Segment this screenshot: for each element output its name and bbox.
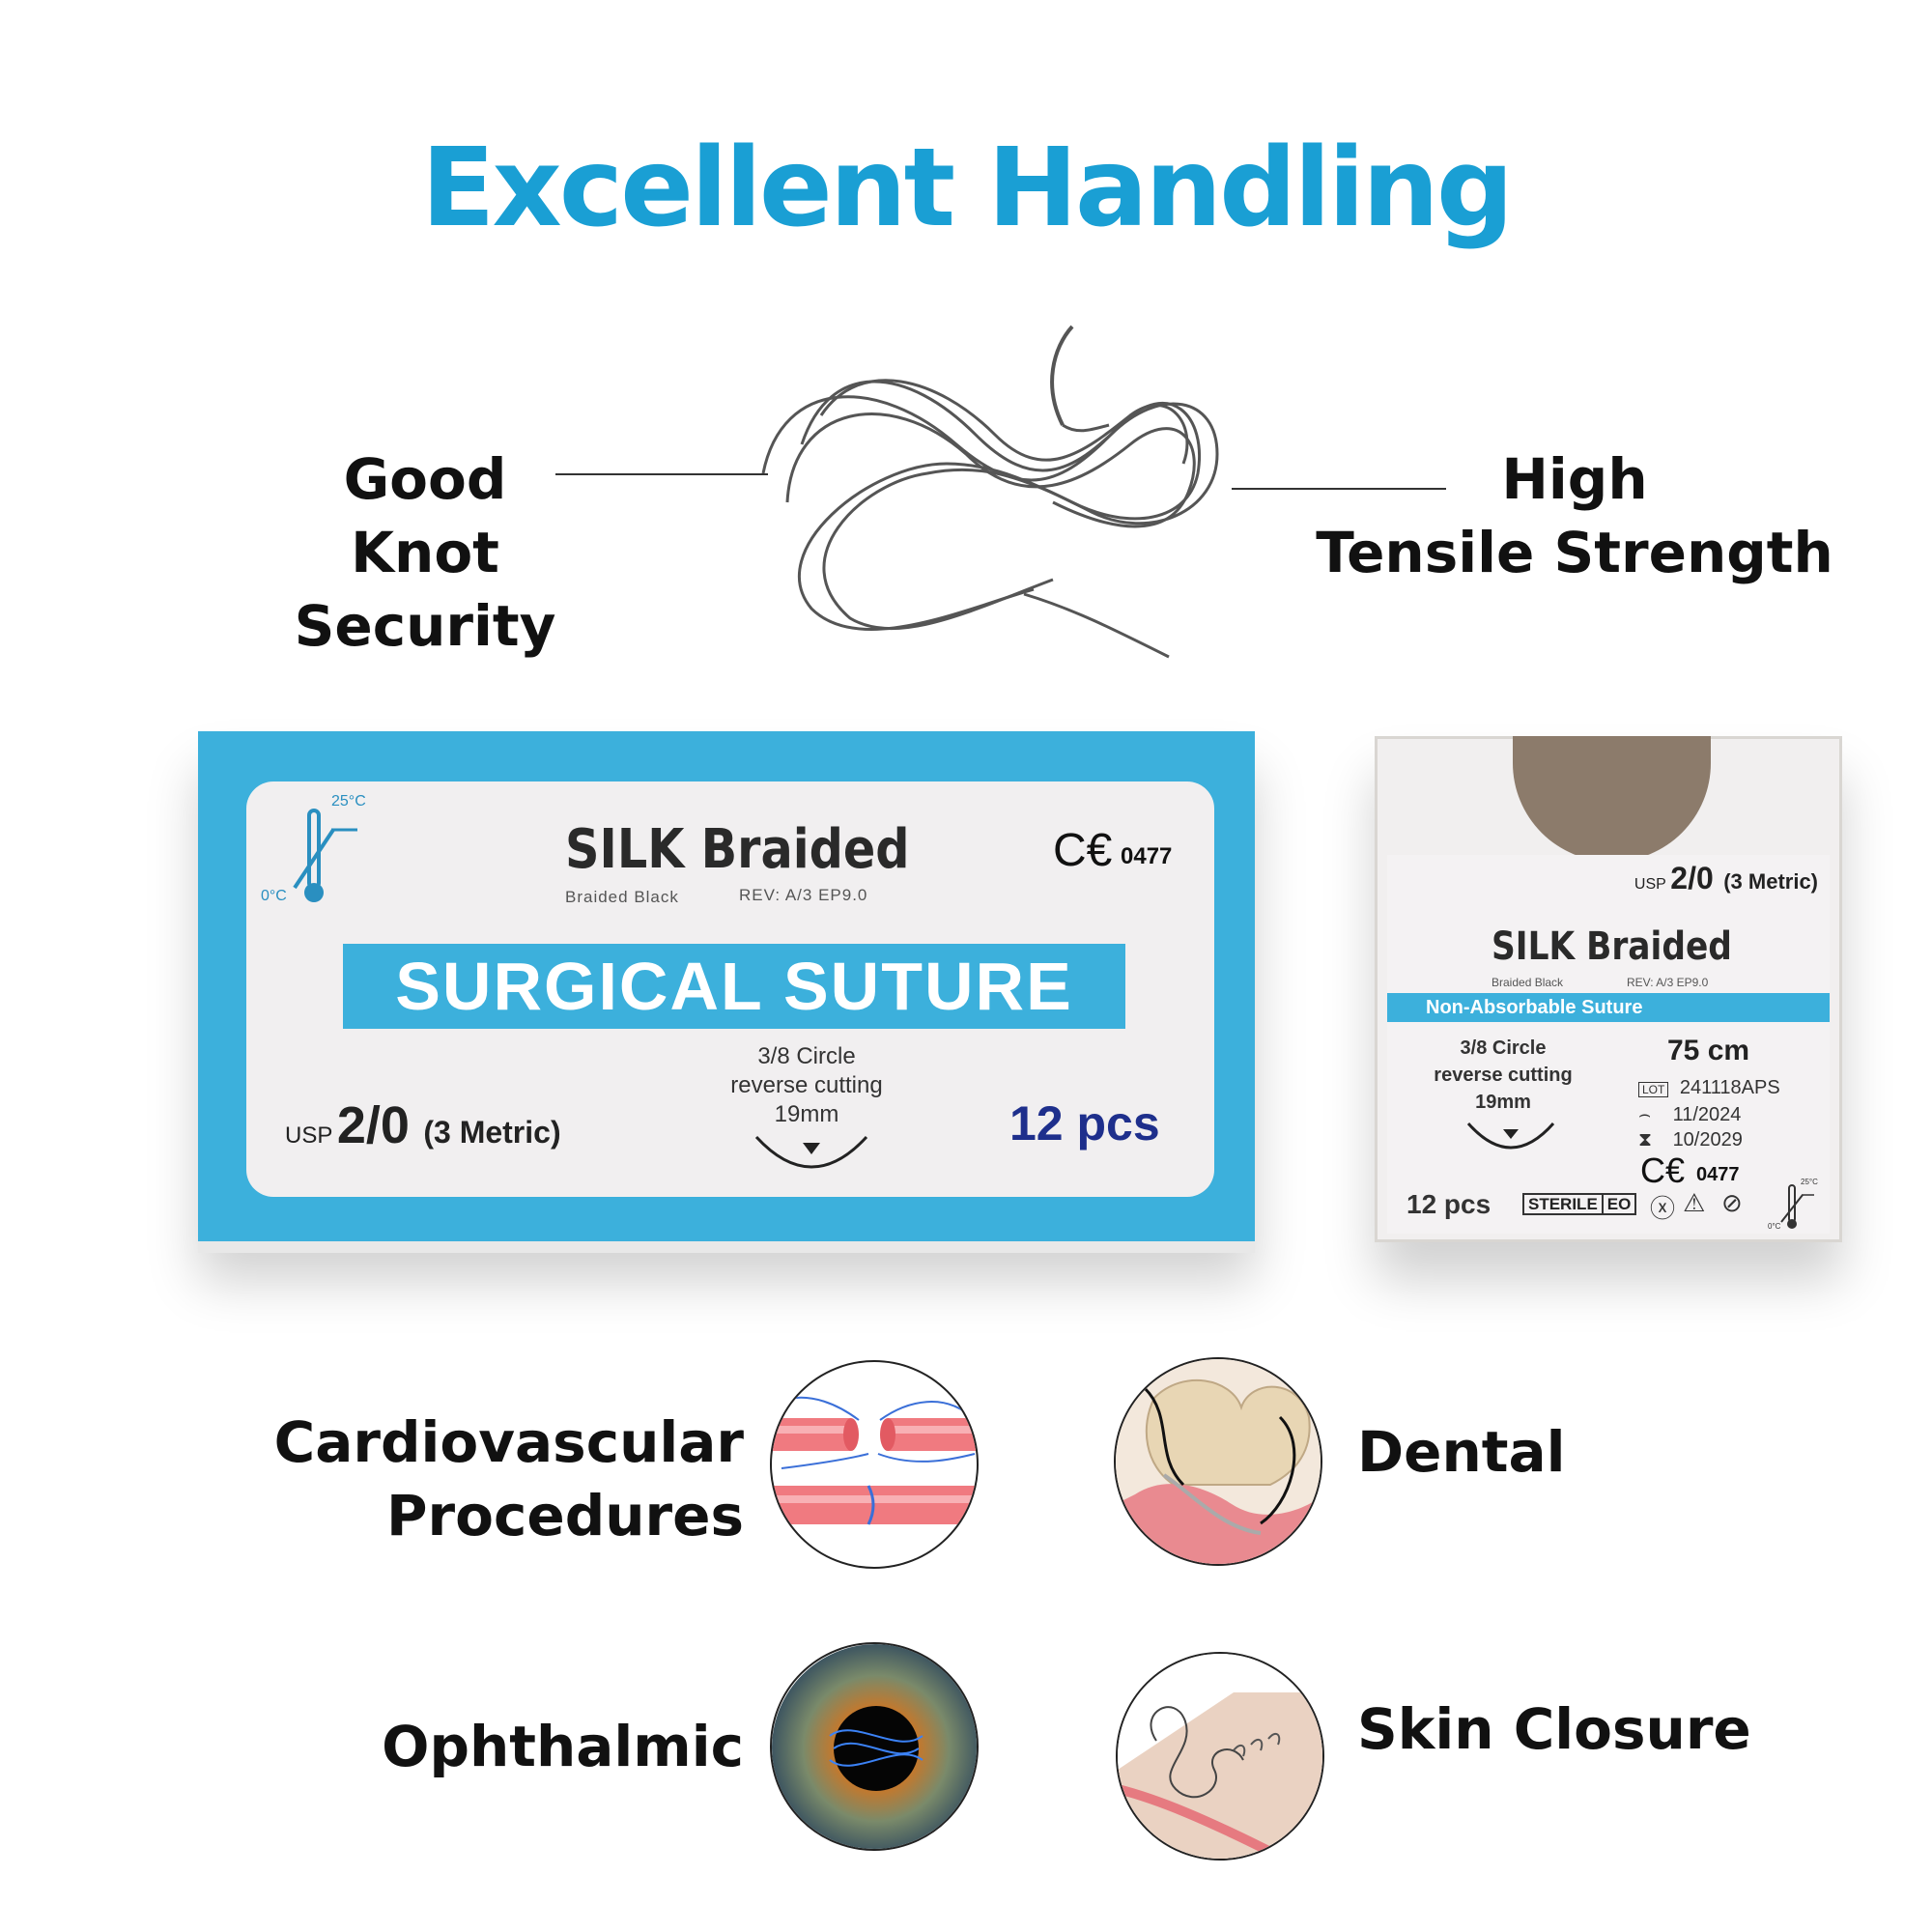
metric-size: (3 Metric) <box>423 1115 561 1150</box>
box-small-usp-row: USP 2/0 (3 Metric) <box>1634 861 1818 896</box>
feature-tensile-strength-line1: High <box>1501 446 1648 512</box>
page-headline: Excellent Handling <box>420 126 1514 251</box>
expiry-date: 10/2029 <box>1672 1129 1743 1151</box>
temperature-range-icon <box>293 809 357 902</box>
needle-curve-icon <box>754 1135 868 1169</box>
manufacture-date: 11/2024 <box>1672 1104 1742 1125</box>
box-small-pcs: 12 pcs <box>1406 1189 1492 1219</box>
box-small-lot-block: LOT 241118APS ⌢ 11/2024 ⧗ 10/2029 <box>1638 1075 1780 1152</box>
box-long-needle-spec: 3/8 Circle reverse cutting 19mm <box>691 1042 923 1129</box>
callout-line-left <box>555 473 768 475</box>
iris-eye-icon <box>772 1644 977 1849</box>
small-usp-size: 2/0 <box>1670 861 1714 895</box>
small-usp-label: USP <box>1634 876 1666 893</box>
box-long-band: SURGICAL SUTURE <box>343 944 1125 1029</box>
box-small-brand: SILK Braided <box>1492 924 1732 969</box>
usp-size: 2/0 <box>336 1096 410 1154</box>
temp-low-label: 0°C <box>261 888 287 904</box>
app-ophthalmic-label: Ophthalmic <box>382 1714 744 1779</box>
feature-tensile-strength-line2: Tensile Strength <box>1316 520 1833 585</box>
suture-length: 75 cm <box>1667 1035 1750 1066</box>
skin-suture-icon <box>1118 1654 1322 1859</box>
dental-image <box>1114 1357 1322 1566</box>
box-long-sub-left: Braided Black <box>565 888 679 906</box>
ce-number: 0477 <box>1121 843 1173 869</box>
skin-closure-image <box>1116 1652 1324 1861</box>
box-long-brand: SILK Braided <box>565 818 910 881</box>
caution-icon: ⚠ <box>1683 1189 1706 1218</box>
box-small-window <box>1513 736 1711 862</box>
needle-type: reverse cutting <box>730 1072 883 1098</box>
box-small-label: USP 2/0 (3 Metric) SILK Braided Braided … <box>1387 855 1830 1234</box>
app-skin-closure-label: Skin Closure <box>1357 1696 1751 1762</box>
ce-mark: C€ <box>1053 825 1113 876</box>
sterile-label: STERILE <box>1522 1193 1604 1215</box>
suture-box-small: USP 2/0 (3 Metric) SILK Braided Braided … <box>1375 736 1842 1242</box>
small-needle-curve-icon <box>1466 1122 1555 1150</box>
tooth-gum-icon <box>1116 1359 1321 1564</box>
small-needle-length: 19mm <box>1475 1092 1531 1113</box>
do-not-reuse-icon: ⓧ <box>1650 1195 1676 1224</box>
box-long-pcs: 12 pcs <box>1009 1096 1160 1151</box>
ophthalmic-image <box>770 1642 979 1851</box>
small-needle-type: reverse cutting <box>1434 1065 1573 1086</box>
box-small-sub-right: REV: A/3 EP9.0 <box>1627 976 1709 989</box>
lot-tag: LOT <box>1638 1082 1669 1097</box>
feature-knot-security-line1: Good <box>343 446 507 512</box>
cardiovascular-image <box>770 1360 979 1569</box>
small-temp-high: 25°C <box>1801 1178 1818 1186</box>
needle-length: 19mm <box>774 1101 839 1127</box>
suture-thread-illustration <box>761 325 1219 659</box>
box-long-label: 25°C 0°C SILK Braided Braided Black REV:… <box>246 781 1214 1197</box>
needle-curve: 3/8 Circle <box>757 1043 856 1069</box>
small-temperature-icon <box>1780 1184 1814 1229</box>
small-needle-curve: 3/8 Circle <box>1460 1037 1547 1059</box>
small-metric-size: (3 Metric) <box>1723 869 1818 894</box>
small-ce-number: 0477 <box>1696 1164 1740 1185</box>
eo-label: EO <box>1603 1193 1637 1215</box>
suture-box-long: 25°C 0°C SILK Braided Braided Black REV:… <box>198 731 1255 1253</box>
manufacture-date-icon: ⌢ <box>1638 1104 1652 1125</box>
feature-knot-security: Good Knot Security <box>222 442 628 663</box>
box-long-sub-right: REV: A/3 EP9.0 <box>739 886 868 904</box>
box-small-needle-spec: 3/8 Circle reverse cutting 19mm <box>1426 1035 1580 1116</box>
lot-number: 241118APS <box>1679 1077 1780 1098</box>
expiry-hourglass-icon: ⧗ <box>1638 1129 1653 1151</box>
temp-high-label: 25°C <box>331 793 366 810</box>
do-not-resterilize-icon: ⊘ <box>1721 1189 1743 1218</box>
small-ce-mark: C€ <box>1640 1151 1686 1190</box>
app-cardiovascular-label: Cardiovascular Procedures <box>174 1406 744 1552</box>
box-small-sub-left: Braided Black <box>1492 976 1564 989</box>
box-long-bottom-lip <box>198 1241 1255 1253</box>
app-cardiovascular-line2: Procedures <box>386 1483 744 1548</box>
feature-tensile-strength: High Tensile Strength <box>1304 442 1845 589</box>
app-cardiovascular-line1: Cardiovascular <box>273 1409 744 1475</box>
app-dental-label: Dental <box>1357 1419 1566 1485</box>
callout-line-right <box>1232 488 1446 490</box>
vessel-anastomosis-icon <box>772 1396 977 1525</box>
box-long-usp-row: USP 2/0 (3 Metric) <box>285 1095 561 1155</box>
box-small-band: Non-Absorbable Suture <box>1387 993 1830 1022</box>
feature-knot-security-line2: Knot Security <box>294 520 556 659</box>
small-temp-low: 0°C <box>1768 1222 1781 1231</box>
usp-label: USP <box>285 1122 333 1149</box>
